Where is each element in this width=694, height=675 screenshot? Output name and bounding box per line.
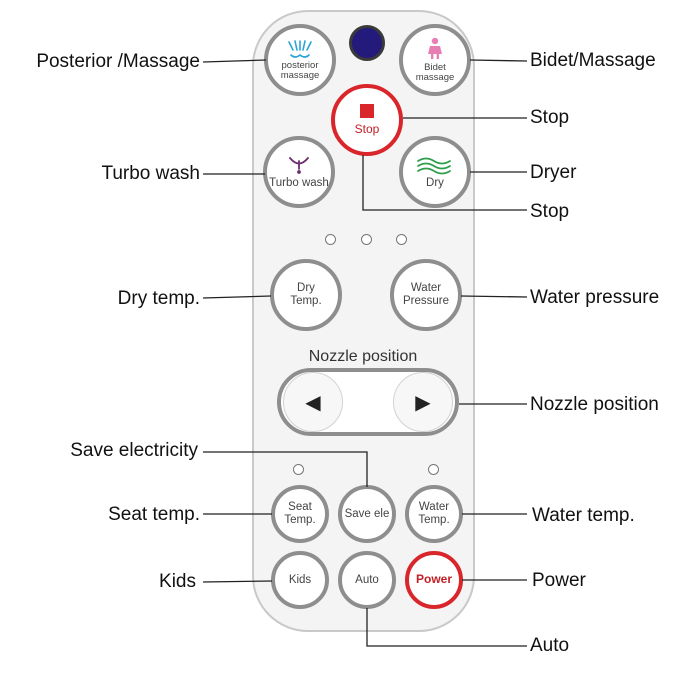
indicator-led-3 [396,234,407,245]
seat-temp-label: Seat Temp. [284,501,316,526]
water-temp-label: Water Temp. [418,501,450,526]
indicator-led-1 [325,234,336,245]
bidet-person-icon [428,37,442,60]
bidet-massage-label: Bidet massage [415,62,455,83]
water-pressure-button[interactable]: Water Pressure [390,259,462,331]
callout-bidet-massage: Bidet/Massage [530,50,656,71]
dry-button[interactable]: Dry [399,136,471,208]
callout-kids: Kids [159,571,196,592]
nozzle-back-button[interactable]: ◀ [283,372,343,432]
indicator-led-2 [361,234,372,245]
callout-posterior-massage: Posterior /Massage [36,51,200,72]
callout-auto: Auto [530,635,570,656]
callout-turbo-wash: Turbo wash [101,163,200,184]
posterior-spray-icon [288,40,312,58]
water-temp-led [428,464,439,475]
dryer-airflow-icon [417,157,451,175]
callout-dry-temp: Dry temp. [117,288,200,309]
dry-temp-button[interactable]: Dry Temp. [270,259,342,331]
callout-stop-1: Stop [530,107,570,128]
stop-label: Stop [354,121,380,136]
power-button[interactable]: Power [405,551,463,609]
turbo-wash-icon [289,156,309,174]
water-temp-button[interactable]: Water Temp. [405,485,463,543]
stop-square-icon [360,103,374,118]
nozzle-position-caption: Nozzle position [308,348,418,365]
save-electricity-button[interactable]: Save ele [338,485,396,543]
water-pressure-label: Water Pressure [402,282,450,307]
power-label: Power [415,572,452,587]
turbo-wash-button[interactable]: Turbo wash [263,136,335,208]
posterior-massage-label: posterior massage [280,60,320,81]
callout-power: Power [532,570,586,591]
right-arrow-icon: ▶ [415,391,431,414]
dry-temp-label: Dry Temp. [290,282,322,307]
turbo-wash-label: Turbo wash [269,176,329,189]
leader-bidet-massage [469,59,528,62]
ir-window [349,25,385,61]
dry-label: Dry [426,176,444,189]
callout-save-electricity: Save electricity [70,440,198,461]
left-arrow-icon: ◀ [305,391,321,414]
callout-seat-temp: Seat temp. [108,504,200,525]
kids-button[interactable]: Kids [271,551,329,609]
auto-button[interactable]: Auto [338,551,396,609]
callout-nozzle-position: Nozzle position [530,394,659,415]
callout-water-temp: Water temp. [532,505,635,526]
posterior-massage-button[interactable]: posterior massage [264,24,336,96]
callout-stop-2: Stop [530,201,570,222]
nozzle-forward-button[interactable]: ▶ [393,372,453,432]
callout-dryer: Dryer [530,162,577,183]
seat-temp-button[interactable]: Seat Temp. [271,485,329,543]
callout-water-pressure: Water pressure [530,287,660,308]
seat-temp-led [293,464,304,475]
stop-button[interactable]: Stop [331,84,403,156]
auto-label: Auto [355,573,379,586]
save-electricity-label: Save ele [344,507,390,520]
kids-label: Kids [288,573,312,586]
bidet-massage-button[interactable]: Bidet massage [399,24,471,96]
